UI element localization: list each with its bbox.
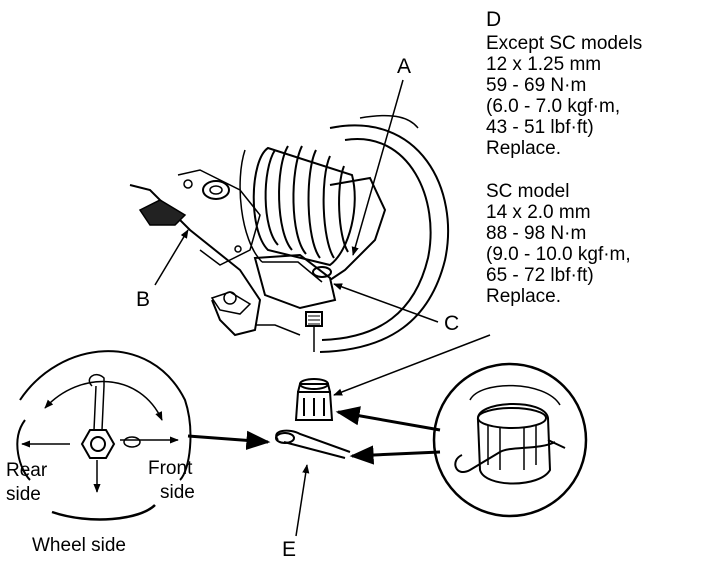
- spec-except-sc-torque-nm: 59 - 69 N·m: [486, 75, 587, 96]
- spec-except-sc-torque-kgfm: (6.0 - 7.0 kgf·m,: [486, 96, 621, 117]
- front-side-label-1: Front: [148, 458, 193, 479]
- spec-sc-torque-nm: 88 - 98 N·m: [486, 223, 587, 244]
- spec-sc-torque-lbfft: 65 - 72 lbf·ft): [486, 265, 594, 286]
- spec-except-sc: Except SC models 12 x 1.25 mm 59 - 69 N·…: [486, 33, 642, 159]
- cotter-pin: [275, 429, 351, 459]
- spec-except-sc-heading: Except SC models: [486, 33, 643, 54]
- knuckle-assembly: [129, 114, 450, 353]
- arrow-inset-to-pin: [187, 430, 271, 450]
- rear-side-label-2: side: [6, 484, 41, 505]
- rear-side-label-1: Rear: [6, 460, 48, 481]
- zoom-circle: [432, 362, 588, 518]
- inset-outer-arc: [19, 350, 192, 481]
- leader-lines: [154, 79, 491, 537]
- spec-except-sc-thread: 12 x 1.25 mm: [486, 54, 602, 75]
- callout-c: C: [444, 312, 460, 335]
- arrow-zoom-to-nut: [335, 406, 441, 432]
- brake-disc-outer: [319, 124, 450, 353]
- front-side-label-2: side: [160, 482, 195, 503]
- castle-nut: [294, 378, 334, 421]
- leader-b: [154, 229, 189, 286]
- leader-c: [333, 283, 439, 323]
- spec-except-sc-torque-lbfft: 43 - 51 lbf·ft): [486, 117, 594, 138]
- callout-a: A: [397, 55, 412, 78]
- spec-sc-heading: SC model: [486, 181, 570, 202]
- zoom-inset: [432, 362, 588, 518]
- spec-sc-thread: 14 x 2.0 mm: [486, 202, 591, 223]
- wheel-side-label: Wheel side: [32, 535, 126, 556]
- spec-sc-torque-kgfm: (9.0 - 10.0 kgf·m,: [486, 244, 631, 265]
- callout-b: B: [136, 288, 151, 311]
- spec-sc: SC model 14 x 2.0 mm 88 - 98 N·m (9.0 - …: [486, 181, 631, 307]
- arrow-zoom-to-pin: [349, 445, 441, 465]
- leader-d: [333, 334, 491, 396]
- spec-except-sc-replace: Replace.: [486, 138, 561, 159]
- leader-e: [295, 464, 310, 537]
- cv-boot: [239, 145, 356, 267]
- callout-d: D: [486, 8, 502, 31]
- spec-sc-replace: Replace.: [486, 286, 561, 307]
- wheel-orientation-inset: [16, 350, 192, 521]
- brake-disc-inner: [321, 138, 432, 341]
- callout-e: E: [282, 538, 297, 561]
- inset-nut: [80, 429, 116, 459]
- leader-a: [351, 79, 404, 256]
